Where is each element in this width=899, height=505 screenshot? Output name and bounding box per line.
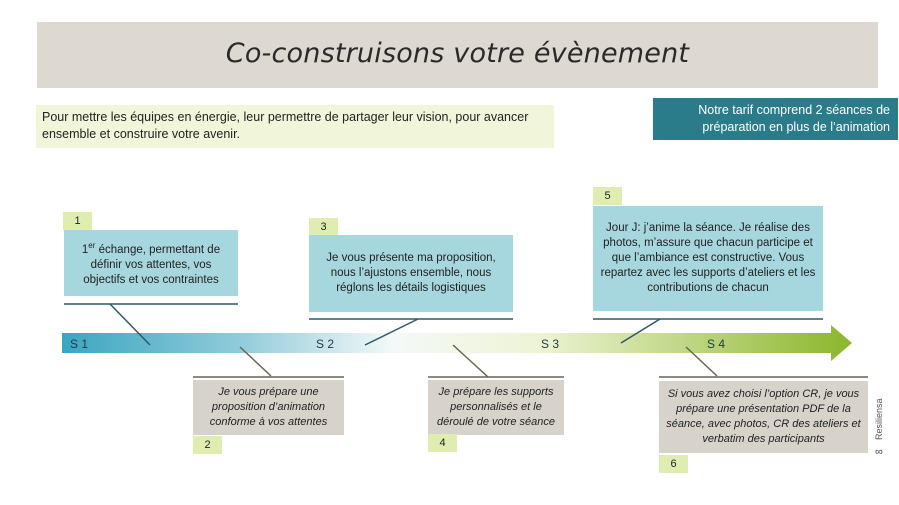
- step-box-5: Jour J: j’anime la séance. Je réalise de…: [593, 206, 823, 311]
- tarif-box: Notre tarif comprend 2 séances de prépar…: [653, 98, 898, 140]
- step-text-2: Je vous prépare une proposition d’animat…: [209, 386, 328, 428]
- step-text-3: Je vous présente ma proposition, nous l’…: [326, 252, 496, 294]
- timeline-arrow: [62, 325, 852, 361]
- step-badge-4: 4: [428, 434, 457, 452]
- infinity-logo-icon: ∞: [875, 446, 883, 458]
- connector-line-6: [685, 346, 718, 377]
- step-text-6: Si vous avez choisi l’option CR, je vous…: [666, 388, 861, 445]
- stage-label-s4: S 4: [707, 337, 726, 351]
- stage-label-s1: S 1: [70, 337, 89, 351]
- step-box-4: Je prépare les supports personnalisés et…: [428, 380, 564, 435]
- page-title: Co-construisons votre évènement: [225, 38, 690, 69]
- step-text-1: 1er échange, permettant de définir vos a…: [81, 241, 221, 286]
- step-badge-3: 3: [309, 218, 338, 236]
- step-text-5: Jour J: j’anime la séance. Je réalise de…: [600, 222, 816, 294]
- stage-label-s3: S 3: [541, 337, 560, 351]
- step-box-2: Je vous prépare une proposition d’animat…: [193, 380, 344, 435]
- step-badge-6: 6: [659, 455, 688, 473]
- connector-line-3: [364, 318, 419, 346]
- step-badge-2: 2: [193, 436, 222, 454]
- step-badge-1: 1: [63, 212, 92, 230]
- step-text-4: Je prépare les supports personnalisés et…: [436, 386, 556, 428]
- stage-label-s2: S 2: [316, 337, 335, 351]
- connector-line-1: [109, 303, 151, 346]
- logo-text: Resiliensa: [874, 398, 884, 440]
- title-banner: [37, 22, 878, 88]
- intro-text-box: Pour mettre les équipes en énergie, leur…: [36, 105, 554, 148]
- connector-line-2: [239, 346, 272, 377]
- connector-line-5: [620, 318, 661, 344]
- step-box-6: Si vous avez choisi l’option CR, je vous…: [659, 381, 868, 453]
- connector-line-4: [452, 344, 489, 378]
- step-badge-5: 5: [593, 187, 622, 205]
- step-box-1: 1er échange, permettant de définir vos a…: [64, 230, 238, 296]
- step-box-3: Je vous présente ma proposition, nous l’…: [309, 235, 513, 312]
